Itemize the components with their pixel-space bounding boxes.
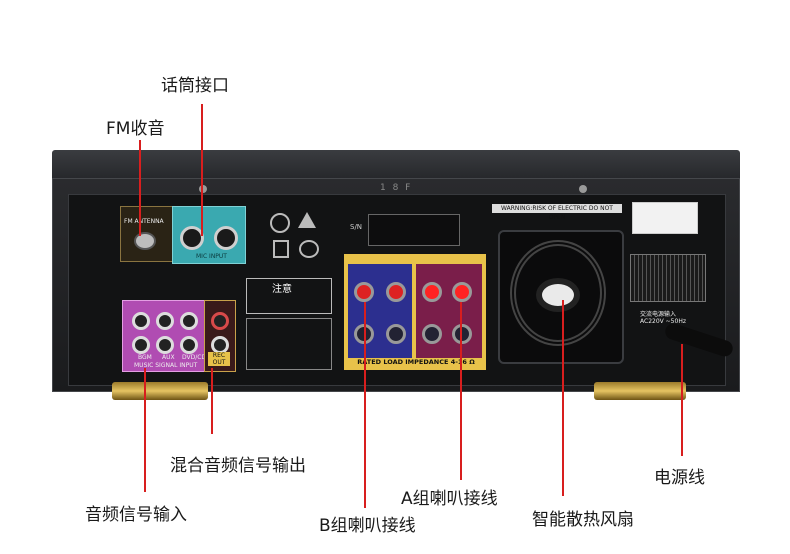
callout-line-signal — [144, 368, 146, 492]
caution-title: 注意 — [272, 284, 292, 295]
signal-label-aux: AUX — [162, 354, 175, 361]
power-title: 交流电源输入 — [640, 311, 677, 318]
mic-input-label: MIC INPUT — [196, 253, 227, 260]
qc-label — [632, 202, 698, 234]
fm-antenna-jack[interactable] — [134, 232, 156, 250]
callout-line-fan — [562, 300, 564, 496]
callout-line-power — [681, 344, 683, 456]
bin-icon — [273, 240, 289, 258]
b-group-terminals — [348, 264, 412, 358]
warning-sticker: WARNING:RISK OF ELECTRIC DO NOT OPEN — [492, 204, 622, 221]
rca-jack[interactable] — [156, 336, 174, 354]
speaker-terminal[interactable] — [354, 282, 374, 302]
rca-jack[interactable] — [156, 312, 174, 330]
rec-out-jack[interactable] — [211, 312, 229, 330]
mic-input-jack[interactable] — [180, 226, 204, 250]
callout-rec: 混合音频信号输出 — [170, 456, 306, 476]
spec-block — [246, 318, 332, 370]
rec-out-label: REC OUT — [208, 352, 230, 366]
speaker-terminal[interactable] — [452, 324, 472, 344]
callout-line-b — [364, 302, 366, 508]
screw-icon — [579, 185, 587, 193]
power-chart-sticker — [630, 254, 706, 302]
rca-jack[interactable] — [132, 312, 150, 330]
speaker-terminal[interactable] — [422, 282, 442, 302]
caution-block — [246, 278, 332, 314]
rca-jack[interactable] — [132, 336, 150, 354]
fan-ring — [510, 240, 606, 346]
model-mark: 1 8 F — [380, 183, 413, 193]
callout-line-rec — [211, 368, 213, 434]
callout-line-mic — [201, 104, 203, 236]
ccc-icon — [299, 240, 319, 258]
signal-label-dvd: DVD/CD — [182, 354, 207, 361]
callout-signal-in: 音频信号输入 — [85, 505, 187, 525]
triangle-cert-icon — [298, 212, 316, 228]
speaker-terminal[interactable] — [386, 282, 406, 302]
impedance-label: RATED LOAD IMPEDANCE 4-16 Ω — [357, 358, 475, 366]
a-group-terminals — [416, 264, 482, 358]
recycle-icon — [270, 213, 290, 233]
callout-a-speaker: A组喇叭接线 — [401, 489, 498, 509]
right-foot — [594, 382, 686, 400]
callout-b-speaker: B组喇叭接线 — [319, 516, 416, 536]
fan-hub-icon — [536, 278, 580, 312]
callout-fan: 智能散热风扇 — [532, 510, 634, 530]
callout-fm: FM收音 — [106, 119, 165, 139]
rca-jack[interactable] — [180, 336, 198, 354]
rca-jack[interactable] — [180, 312, 198, 330]
speaker-terminal[interactable] — [452, 282, 472, 302]
fm-antenna-label: FM ANTENNA — [124, 218, 164, 225]
callout-power: 电源线 — [654, 468, 705, 488]
speaker-terminal[interactable] — [422, 324, 442, 344]
signal-label-bgm: BGM — [138, 354, 152, 361]
signal-footer: MUSIC SIGNAL INPUT — [134, 362, 198, 369]
serial-label: S/N — [350, 223, 363, 231]
callout-mic: 话筒接口 — [161, 76, 229, 96]
callout-line-fm — [139, 140, 141, 236]
left-foot — [112, 382, 208, 400]
screw-icon — [199, 185, 207, 193]
serial-plate — [368, 214, 460, 246]
speaker-terminal[interactable] — [386, 324, 406, 344]
callout-line-a — [460, 302, 462, 480]
power-spec: AC220V ~50Hz — [640, 318, 686, 325]
mic-input-jack[interactable] — [214, 226, 238, 250]
